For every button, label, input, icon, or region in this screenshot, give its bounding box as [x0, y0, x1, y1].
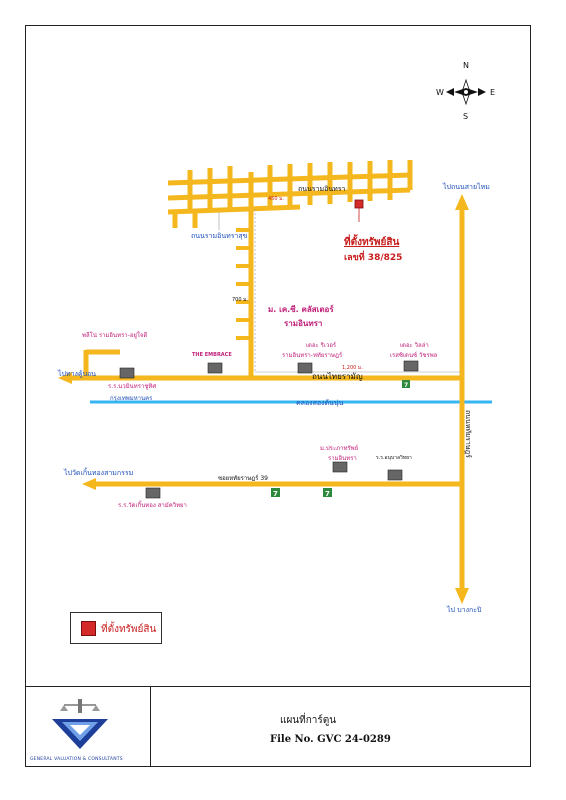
label-village-sub: รามอินทรา	[284, 319, 323, 328]
label-road-top: ถนนรามอินทรา	[298, 185, 346, 193]
label-right-road: ถนนหทัยราษฎร์	[464, 410, 472, 458]
company-logo	[52, 699, 108, 749]
label-to-khubon: ไปทางคู้บอน	[58, 370, 97, 378]
compass-n: N	[463, 61, 469, 70]
label-village-right-sub: เรสซิเดนซ์ วัชรพล	[390, 352, 438, 359]
label-school-left: ร.ร.นวมินทราชูทิศ	[108, 383, 157, 390]
label-village-right: เดอะ วิลล่า	[400, 342, 429, 349]
arrow-wat	[82, 478, 96, 490]
legend-text: ที่ตั้งทรัพย์สิน	[101, 624, 157, 635]
label-soi-low: ซอยหทัยราษฎร์ 39	[218, 475, 268, 482]
estate-roads	[167, 160, 413, 228]
label-market-left: พลีโน่ รามอินทรา-อยู่ใจดี	[82, 332, 148, 339]
label-village-low: ม.ประภาทรัพย์	[320, 445, 359, 452]
building-icon	[119, 360, 419, 499]
legend: ที่ตั้งทรัพย์สิน	[70, 612, 162, 644]
seven-eleven-icon	[271, 380, 410, 497]
label-village-low-sub: รามอินทรา	[328, 455, 357, 462]
seven-eleven-label: 7	[273, 490, 278, 498]
label-canal: คลองสองต้นนุ่น	[296, 399, 344, 407]
label-embrace: THE EMBRACE	[192, 352, 232, 358]
label-school-left-sub: กรุงเทพมหานคร	[110, 395, 153, 402]
property-marker	[354, 199, 364, 209]
arrow-saimai	[455, 194, 469, 210]
label-to-bangkapi: ไป บางกะปิ	[447, 606, 482, 614]
compass-w: W	[436, 88, 444, 97]
label-school-low: ร.ร.วัดเกิ้นทอง สามัควิทยา	[118, 502, 187, 509]
label-dist-road: 1,200 ม.	[342, 365, 363, 371]
footer-divider	[25, 686, 531, 687]
legend-swatch	[81, 621, 96, 636]
label-the-nine: เดอะ ริเวอร์	[306, 342, 337, 349]
seven-eleven-label: 7	[325, 490, 330, 498]
label-dist-top: 450 ม.	[268, 196, 285, 202]
map-frame	[25, 25, 531, 767]
footer-vertical-divider	[150, 686, 151, 767]
label-to-saimai: ไปถนนสายไหม	[443, 183, 490, 191]
label-school-right: ร.ร.อนุบาลวิทยา	[376, 455, 412, 461]
map-title: แผนที่การ์ตูน	[280, 715, 337, 726]
label-property-no: เลขที่ 38/825	[344, 253, 403, 263]
soi-branches	[236, 228, 251, 340]
compass-icon	[446, 78, 486, 106]
label-the-nine-sub: รามอินทรา-หทัยราษฎร์	[282, 352, 343, 359]
arrow-khubon	[58, 372, 72, 384]
seven-eleven-label: 7	[404, 382, 408, 389]
company-name: GENERAL VALUATION & CONSULTANTS	[30, 757, 123, 762]
compass-s: S	[463, 112, 469, 121]
label-property-name: ที่ตั้งทรัพย์สิน	[344, 237, 400, 248]
label-dist-mid: 700 ม.	[232, 297, 249, 303]
label-soi-left: ถนนรามอินทราสุข	[191, 232, 248, 240]
label-village: ม. เค.ซี. คลัสเตอร์	[268, 305, 334, 314]
arrow-bangkapi	[455, 588, 469, 604]
compass-e: E	[490, 88, 496, 97]
label-to-wat: ไปวัดเกิ้นทองสามกรรม	[64, 469, 134, 477]
file-number: File No. GVC 24-0289	[270, 734, 391, 745]
label-main-road: ถนนไทยรามัญ	[312, 372, 363, 381]
